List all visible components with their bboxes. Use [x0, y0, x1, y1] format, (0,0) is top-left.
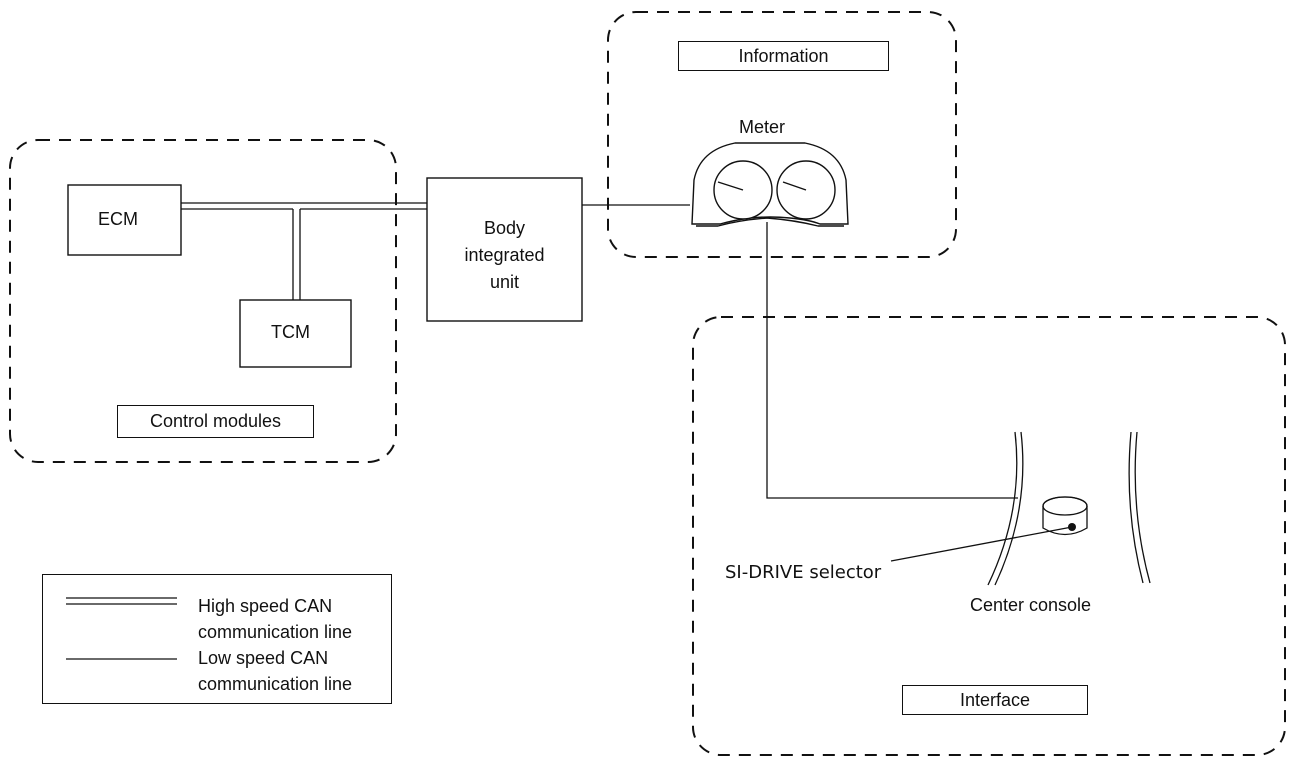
low-speed-can-bus [582, 204, 1018, 499]
legend-low-speed-label-line1: Low speed CAN [198, 648, 329, 668]
meter-label: Meter [739, 117, 786, 137]
control-modules-label: Control modules [117, 405, 314, 438]
center-console-icon [987, 431, 1151, 586]
body-label-line2: integrated [464, 245, 545, 265]
ecm-box [67, 184, 182, 256]
legend-low-speed-label-line2: communication line [198, 674, 353, 694]
control-modules-group-border [9, 139, 397, 463]
center-console-label: Center console [970, 595, 1092, 615]
body-integrated-unit-box [426, 177, 583, 322]
tcm-box [239, 299, 352, 368]
information-label: Information [678, 41, 889, 71]
body-label-line3: unit [489, 272, 520, 292]
ecm-label: ECM [98, 209, 138, 229]
body-label-line1: Body [483, 218, 526, 238]
tcm-label: TCM [271, 322, 310, 342]
si-drive-selector-leader [890, 523, 1076, 562]
legend-high-speed-label-line2: communication line [198, 622, 353, 642]
information-group-border [607, 11, 957, 258]
interface-label: Interface [902, 685, 1088, 715]
legend-high-speed-label-line1: High speed CAN [198, 596, 333, 616]
legend-box [42, 574, 392, 704]
high-speed-can-bus [181, 202, 427, 300]
si-drive-selector-label: SI-DRIVE selector [725, 562, 882, 583]
legend-line-samples [66, 597, 177, 660]
meter-icon [691, 142, 849, 227]
